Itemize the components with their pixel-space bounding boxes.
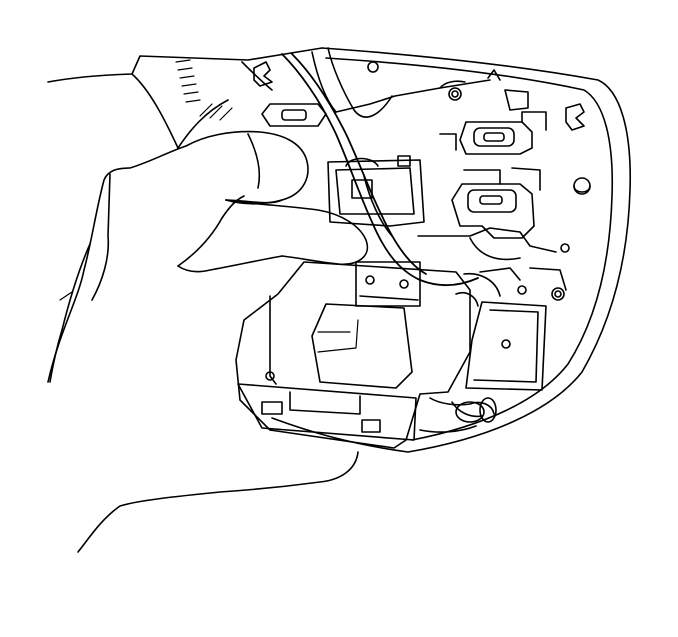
ring-finger xyxy=(178,256,282,272)
gasket-pad xyxy=(456,293,546,390)
mirror-housing xyxy=(254,48,630,452)
wiring-harness xyxy=(282,48,496,432)
middle-finger xyxy=(226,200,367,264)
electrical-connector-left xyxy=(262,104,326,126)
housing-clip-left xyxy=(254,62,272,86)
door-panel-background xyxy=(48,48,322,148)
electrical-connector-top xyxy=(440,112,546,154)
motor-lower-plate xyxy=(236,262,470,448)
index-finger xyxy=(186,132,308,204)
hand-back xyxy=(48,146,186,382)
housing-clip-right xyxy=(566,104,584,130)
thumb xyxy=(78,452,358,552)
hand xyxy=(48,132,367,552)
vent-slats xyxy=(176,60,200,102)
electrical-connector-middle xyxy=(452,168,540,238)
mirror-motor-bracket xyxy=(328,156,424,226)
